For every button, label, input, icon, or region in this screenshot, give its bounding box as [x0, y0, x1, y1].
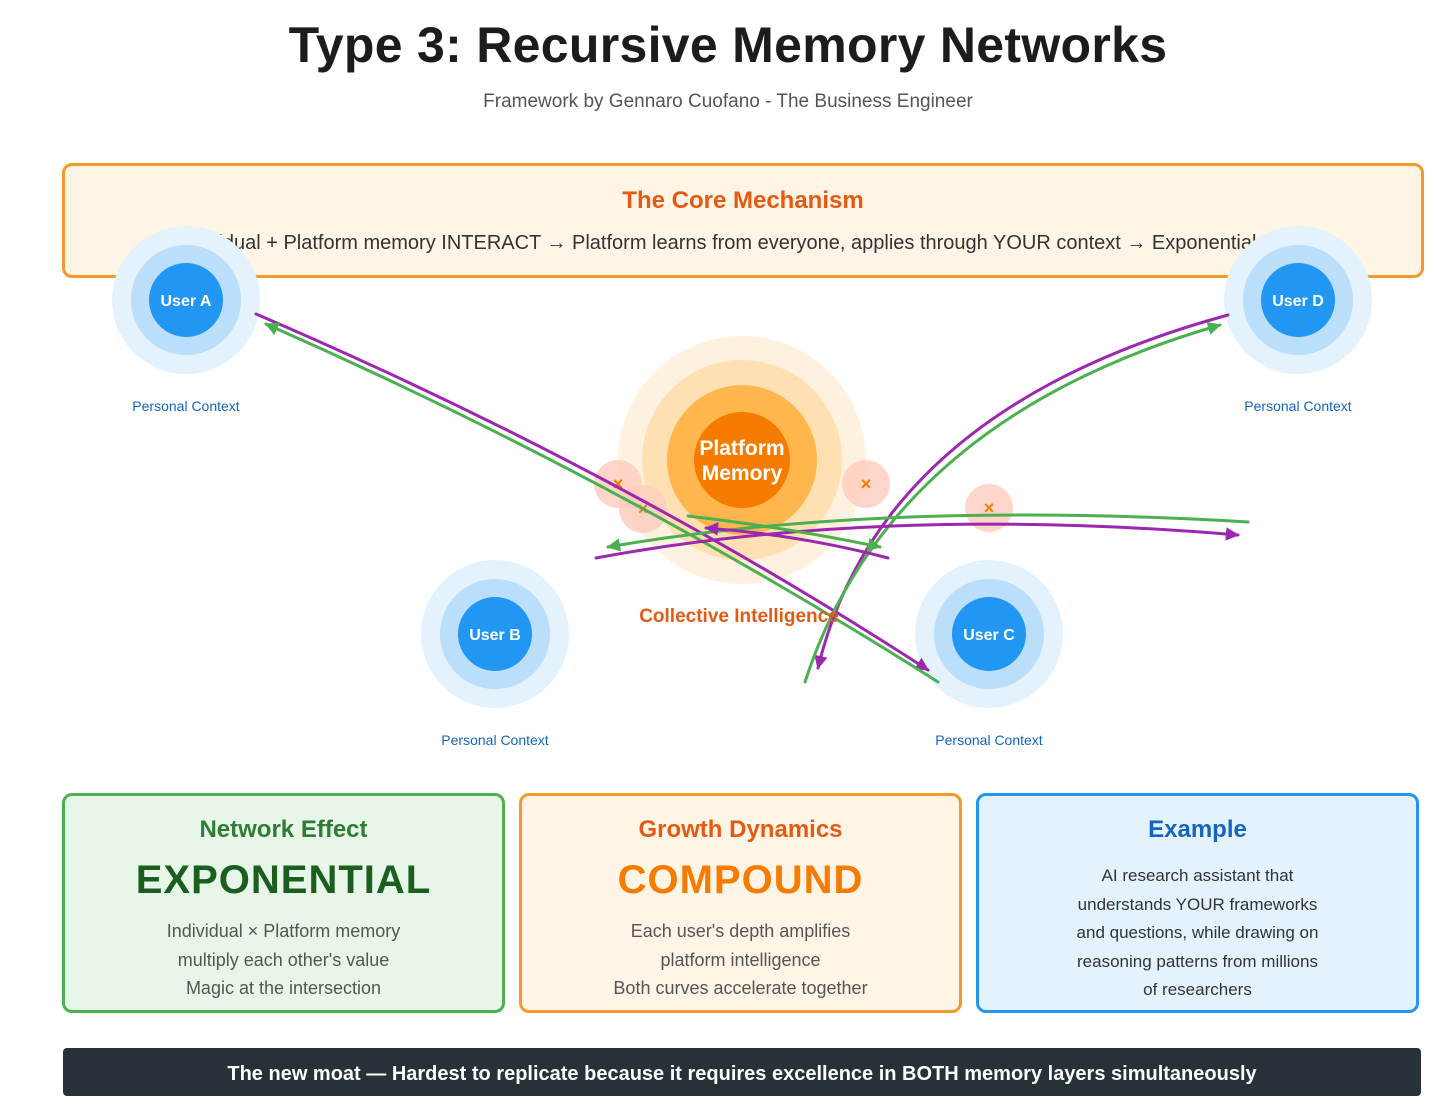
network-effect-card: Network Effect EXPONENTIAL Individual × … — [62, 793, 505, 1013]
growth-dynamics-description: Each user's depth amplifies platform int… — [522, 917, 959, 1003]
description-line: understands YOUR frameworks — [1077, 894, 1318, 914]
user-a-context: Personal Context — [132, 398, 240, 414]
description-line: Each user's depth amplifies — [630, 921, 851, 941]
cross-marker-icon: × — [984, 498, 995, 518]
flow-arrow-purple — [594, 522, 1240, 560]
core-mechanism-box: The Core Mechanism Individual + Platform… — [62, 163, 1424, 278]
flow-arrow-green — [686, 514, 882, 552]
core-mechanism-title: The Core Mechanism — [622, 187, 864, 214]
growth-dynamics-value: COMPOUND — [617, 858, 864, 902]
user-c-context: Personal Context — [935, 732, 1043, 748]
page-subtitle: Framework by Gennaro Cuofano - The Busin… — [483, 91, 973, 112]
platform-label-line2: Memory — [702, 462, 783, 485]
description-line: Both curves accelerate together — [613, 978, 868, 998]
description-line: Magic at the intersection — [185, 978, 382, 998]
user-c-core — [952, 597, 1026, 671]
description-line: AI research assistant that — [1101, 866, 1294, 885]
memory-flow-arrows — [254, 312, 1250, 684]
network-effect-description: Individual × Platform memory multiply ea… — [65, 917, 502, 1003]
memory-network-diagram: Platform Memory × × × × User A Personal … — [112, 226, 1372, 748]
user-d-context: Personal Context — [1244, 398, 1352, 414]
user-a-core — [149, 263, 223, 337]
growth-dynamics-title: Growth Dynamics — [638, 816, 843, 843]
user-d-core — [1261, 263, 1335, 337]
flow-arrow-green — [803, 321, 1222, 684]
example-card: Example AI research assistant that under… — [976, 793, 1419, 1013]
cross-marker-icon: × — [613, 474, 624, 494]
flow-arrow-purple — [254, 312, 930, 672]
flow-arrow-green — [606, 513, 1250, 552]
example-description: AI research assistant that understands Y… — [979, 862, 1416, 1005]
example-title: Example — [1148, 816, 1247, 843]
flow-arrow-green — [264, 322, 940, 684]
network-effect-value: EXPONENTIAL — [135, 858, 432, 902]
user-b-label: User B — [469, 627, 521, 644]
user-b-core — [458, 597, 532, 671]
growth-dynamics-card: Growth Dynamics COMPOUND Each user's dep… — [519, 793, 962, 1013]
interaction-marker: × — [965, 484, 1013, 532]
cross-marker-icon: × — [861, 474, 872, 494]
interaction-marker: × — [842, 460, 890, 508]
description-line: and questions, while drawing on — [1076, 923, 1319, 942]
user-node-b: User B Personal Context — [421, 560, 569, 748]
description-line: platform intelligence — [660, 949, 821, 970]
user-node-d: User D Personal Context — [1224, 226, 1372, 414]
page-title: Type 3: Recursive Memory Networks — [288, 17, 1168, 73]
description-line: multiply each other's value — [177, 949, 390, 970]
platform-core — [694, 412, 790, 508]
platform-label-line1: Platform — [699, 437, 784, 460]
user-b-context: Personal Context — [441, 732, 549, 748]
user-c-label: User C — [963, 627, 1015, 644]
core-mechanism-text: Individual + Platform memory INTERACT → … — [176, 232, 1310, 254]
description-line: of researchers — [1143, 980, 1252, 999]
user-node-a: User A Personal Context — [112, 226, 260, 414]
user-a-label: User A — [161, 293, 212, 310]
user-node-c: User C Personal Context — [915, 560, 1063, 748]
description-line: reasoning patterns from millions — [1077, 951, 1318, 971]
moat-banner: The new moat — Hardest to replicate beca… — [63, 1048, 1421, 1096]
description-line: Individual × Platform memory — [166, 921, 401, 941]
user-d-label: User D — [1272, 293, 1324, 310]
collective-intelligence-label: Collective Intelligence — [639, 606, 839, 627]
flow-arrow-purple — [704, 522, 890, 560]
network-effect-title: Network Effect — [199, 816, 368, 843]
